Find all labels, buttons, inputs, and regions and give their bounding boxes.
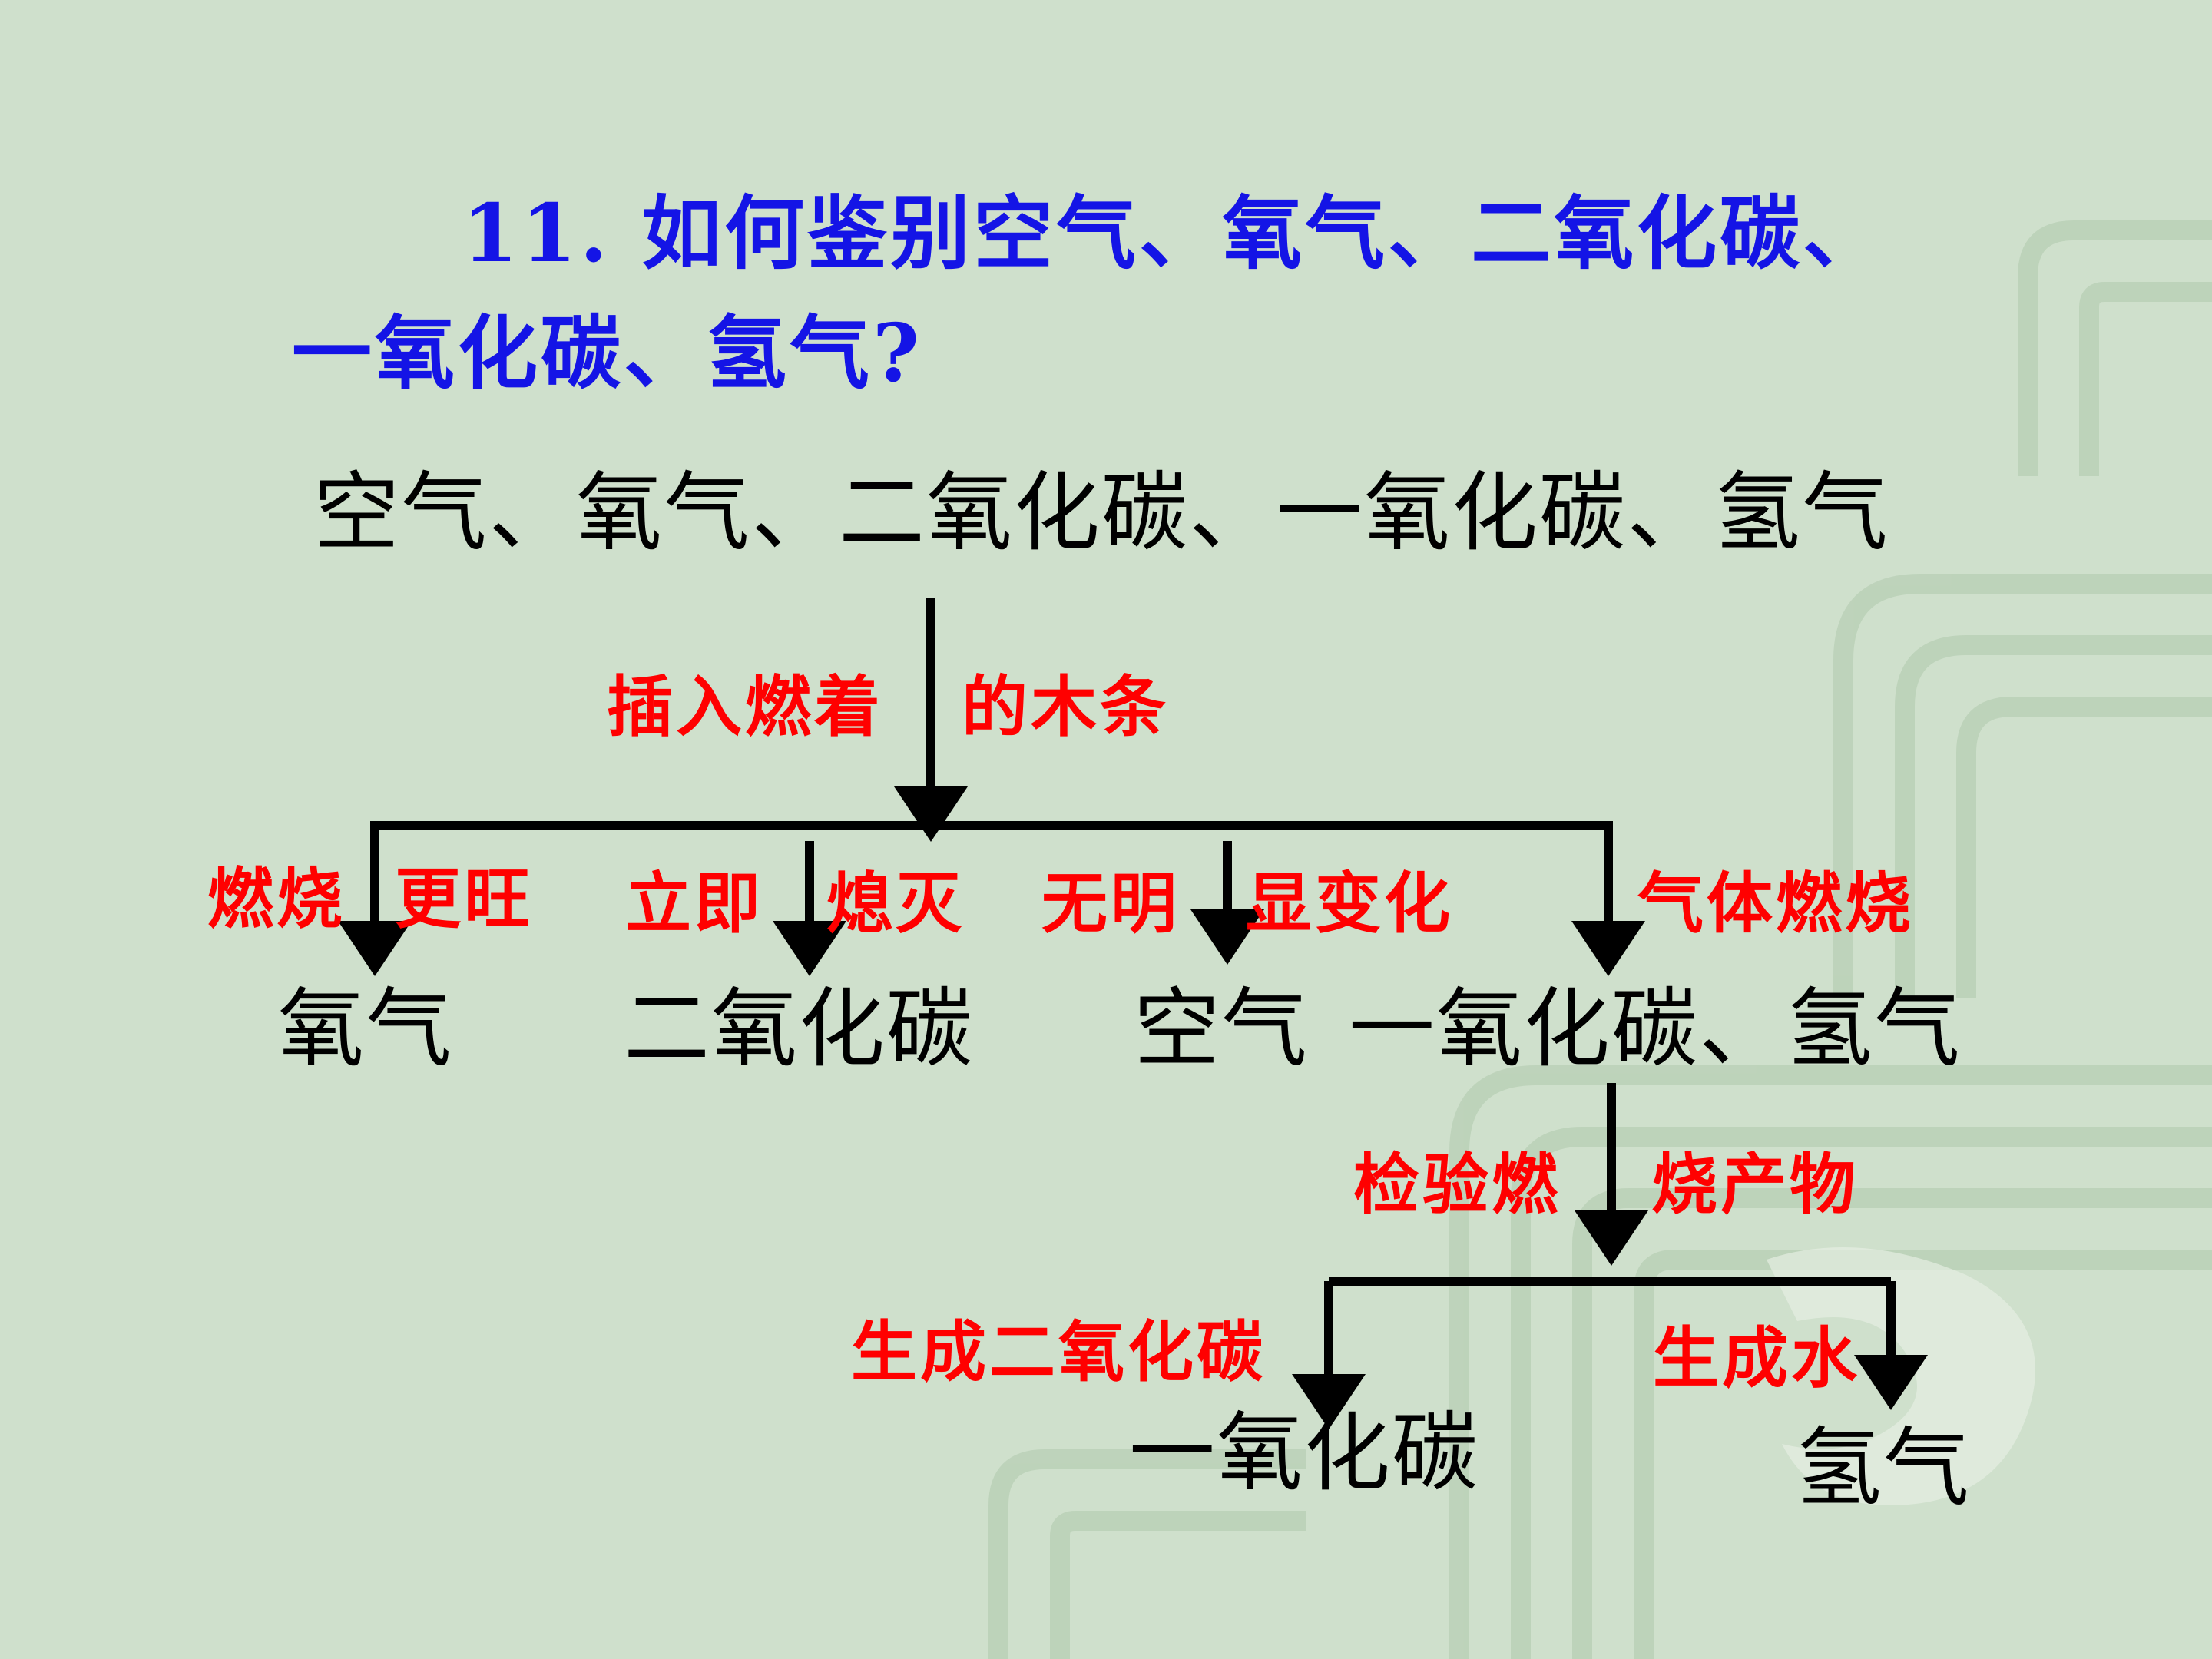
result-oxygen: 氧气 (278, 979, 453, 1079)
step1-label-right: 的木条 (962, 668, 1169, 746)
branch-bar (370, 821, 1613, 830)
co2-cond-a: 立即 (625, 865, 763, 942)
result-co2: 二氧化碳 (624, 979, 974, 1079)
result-co-h2: 一氧化碳、氢气 (1349, 979, 1962, 1079)
step1-label-left: 插入燃着 (607, 668, 883, 746)
result-h2: 氢气 (1796, 1419, 1971, 1518)
question-title-line2: 一氧化碳、氢气? (292, 306, 922, 400)
step2-label-left: 检验燃 (1353, 1146, 1561, 1224)
oxygen-cond-b: 更旺 (395, 860, 533, 938)
burning-cond: 气体燃烧 (1637, 865, 1914, 942)
final-co-cond: 生成二氧化碳 (851, 1313, 1266, 1391)
ornament-motif (1767, 1247, 2035, 1505)
step2-label-right: 烧产物 (1651, 1146, 1859, 1224)
question-title-line1: 11. 如何鉴别空气、氧气、二氧化碳、 (462, 186, 1886, 280)
air-cond-b: 显变化 (1246, 865, 1453, 942)
co2-cond-b: 熄灭 (826, 865, 965, 942)
result-air: 空气 (1134, 979, 1309, 1079)
result-co: 一氧化碳 (1129, 1403, 1479, 1503)
final-h2-cond: 生成水 (1653, 1320, 1860, 1397)
root-node: 空气、氧气、二氧化碳、一氧化碳、氢气 (313, 463, 1889, 563)
oxygen-cond-a: 燃烧 (207, 860, 346, 938)
air-cond-a: 无明 (1041, 865, 1180, 942)
